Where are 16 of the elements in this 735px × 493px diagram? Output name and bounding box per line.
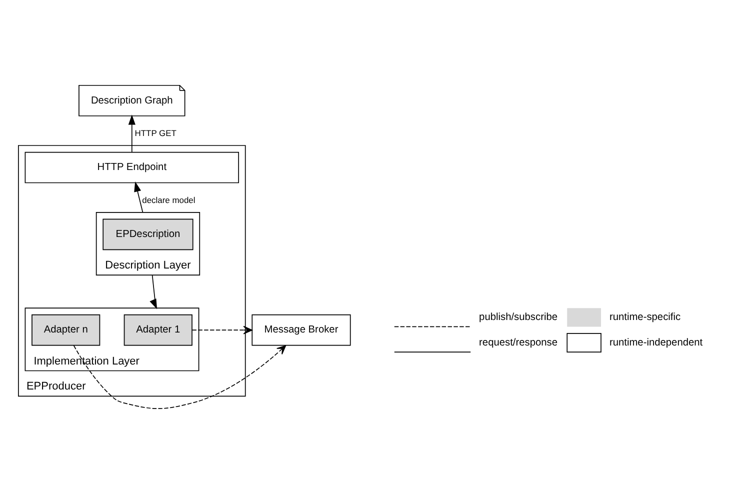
legend-label: runtime-independent [609, 336, 703, 348]
legend-label: runtime-specific [609, 312, 681, 323]
node-box: Adapter n [32, 314, 100, 346]
node-box: EPDescription [102, 218, 194, 250]
arrow [134, 181, 144, 212]
arrow [73, 344, 286, 409]
edge-label: declare model [142, 194, 196, 205]
arrow [150, 274, 158, 309]
edge-label: HTTP GET [134, 128, 176, 138]
arrow [128, 114, 136, 152]
node-box: Message Broker [252, 314, 351, 346]
node-box: Adapter 1 [124, 314, 192, 346]
arrow [192, 325, 252, 334]
node-box: HTTP Endpoint [24, 151, 239, 183]
legend-label: publish/subscribe [479, 312, 558, 323]
legend-label: request/response [479, 336, 558, 348]
